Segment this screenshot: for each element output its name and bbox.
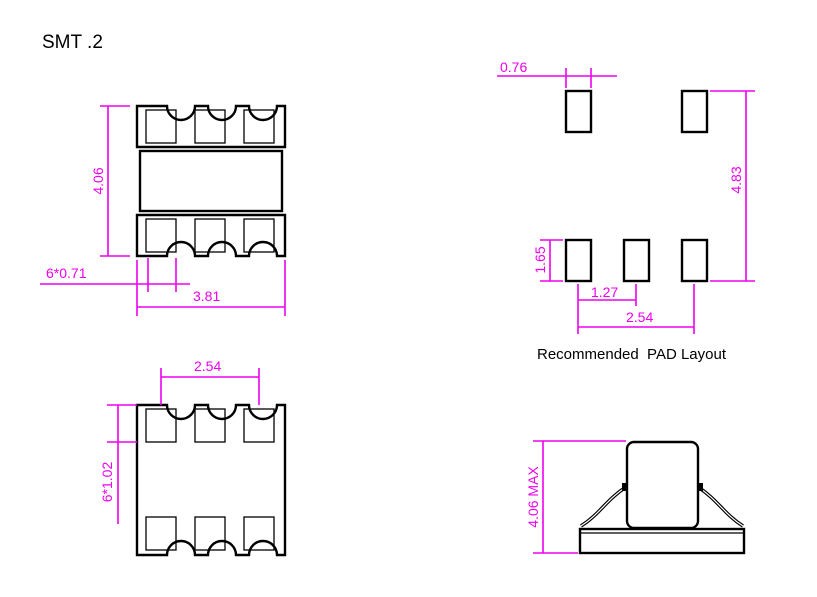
pad-layout-span-label: 2.54 xyxy=(626,309,653,325)
top-view-height-label: 4.06 xyxy=(90,167,106,194)
side-view-height-label: 4.06 MAX xyxy=(525,466,541,528)
top-view-pad xyxy=(243,109,275,144)
bottom-view-pad xyxy=(194,408,226,443)
pad-layout: 0.76 4.83 1.65 1.27 2.54 xyxy=(497,59,755,363)
pad-layout-pad xyxy=(680,238,709,283)
pad-layout-pad-length-dimension: 1.65 xyxy=(532,239,563,282)
top-view-upper-row-outline xyxy=(135,104,287,149)
bottom-view-pad-length-dimension: 6*1.02 xyxy=(99,404,137,524)
bottom-view: 2.54 6*1.02 xyxy=(99,358,287,557)
pad-layout-row-spacing-dimension: 4.83 xyxy=(710,90,755,282)
pad-layout-pad-width-dimension: 0.76 xyxy=(497,59,617,88)
bottom-view-pad xyxy=(243,408,275,443)
bottom-view-pad xyxy=(243,516,275,551)
top-view-pad-width-dimension: 6*0.71 xyxy=(40,258,190,292)
top-view-body-width-dimension: 3.81 xyxy=(136,260,286,316)
top-view-pad xyxy=(243,218,275,253)
bottom-view-outline xyxy=(135,403,287,557)
top-view-pad xyxy=(145,109,177,144)
pad-layout-span-dimension: 2.54 xyxy=(578,284,695,334)
pad-layout-pad xyxy=(564,89,593,134)
pad-layout-pitch-label: 1.27 xyxy=(591,284,618,300)
top-view-pad-width-label: 6*0.71 xyxy=(46,265,87,281)
drawing-title: SMT .2 xyxy=(42,32,103,53)
bottom-view-pitch-dimension: 2.54 xyxy=(160,358,260,405)
pad-layout-pad xyxy=(680,89,709,134)
bottom-view-pitch-label: 2.54 xyxy=(194,358,221,374)
top-view-lower-row-outline xyxy=(135,213,287,258)
side-view-height-dimension: 4.06 MAX xyxy=(525,440,626,554)
top-view-body xyxy=(138,149,284,213)
pad-layout-caption: Recommended PAD Layout xyxy=(537,346,727,363)
pad-layout-pitch-dimension: 1.27 xyxy=(577,284,637,334)
pad-layout-pad xyxy=(622,238,651,283)
pad-layout-pad-length-label: 1.65 xyxy=(532,246,548,273)
bottom-view-pad xyxy=(145,516,177,551)
bottom-view-pad xyxy=(145,408,177,443)
top-view-pad xyxy=(194,218,226,253)
bottom-view-pad-length-label: 6*1.02 xyxy=(99,462,115,503)
top-view-height-dimension: 4.06 xyxy=(90,105,130,257)
top-view: 4.06 6*0.71 3.81 xyxy=(40,104,287,316)
pad-layout-pad-width-label: 0.76 xyxy=(500,59,527,75)
pad-layout-row-spacing-label: 4.83 xyxy=(728,166,744,193)
side-view-body xyxy=(625,440,700,530)
bottom-view-pad xyxy=(194,516,226,551)
top-view-pad xyxy=(194,109,226,144)
side-view: 4.06 MAX xyxy=(525,440,746,555)
top-view-body-width-label: 3.81 xyxy=(193,288,220,304)
top-view-pad xyxy=(145,218,177,253)
pad-layout-pad xyxy=(564,238,593,283)
